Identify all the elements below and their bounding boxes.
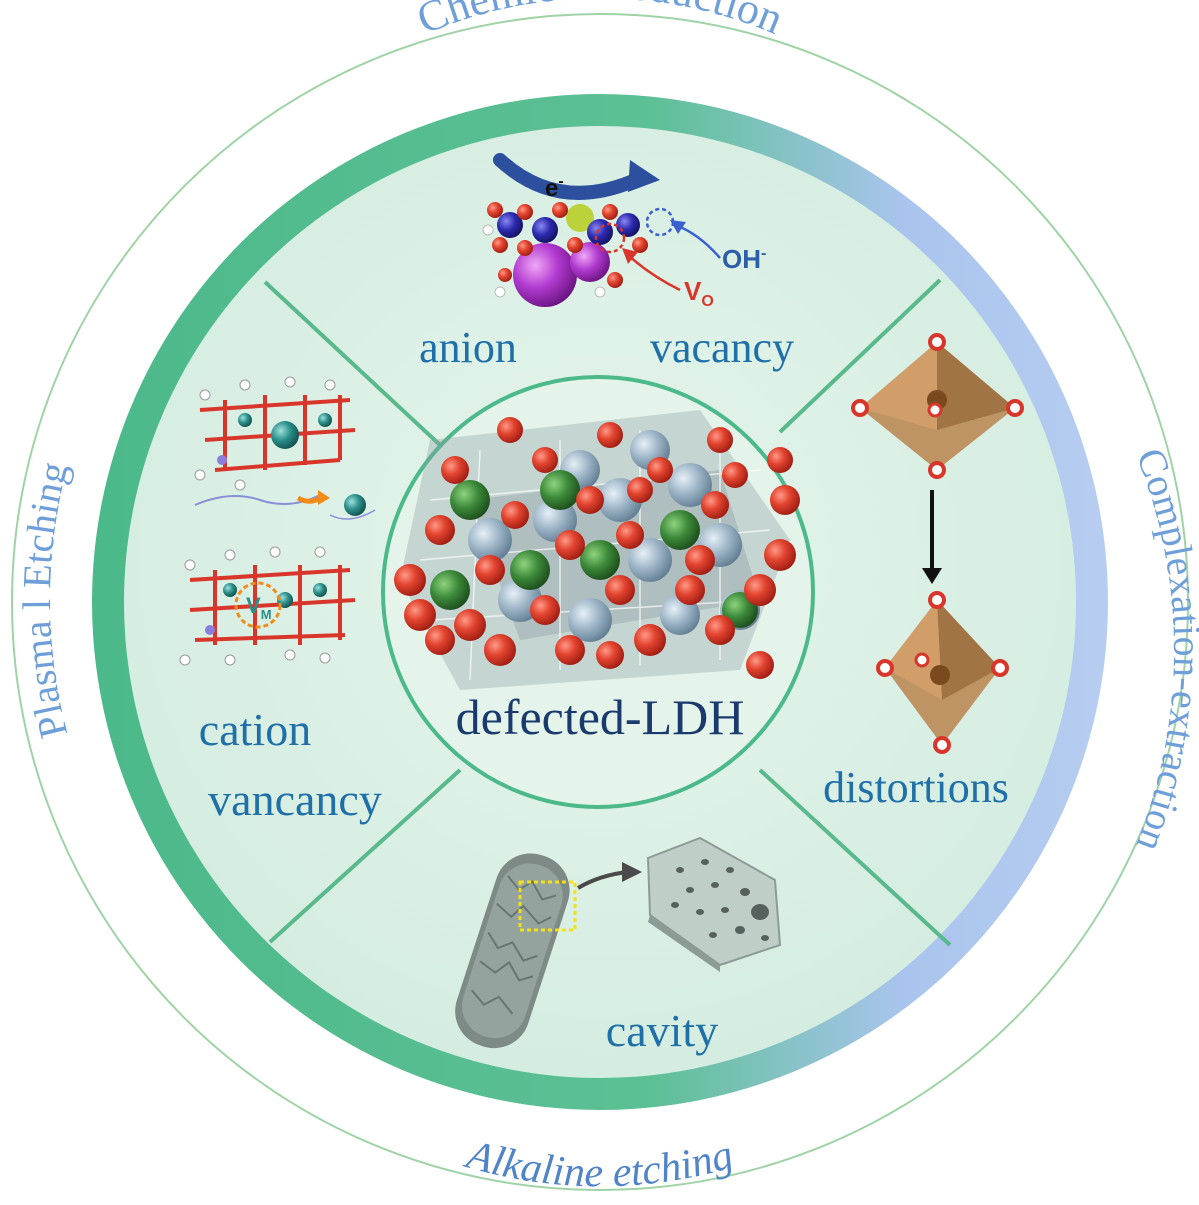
center-label: defected-LDH — [456, 689, 745, 745]
electron-label: e- — [545, 173, 564, 202]
ldh-lattice — [394, 410, 800, 690]
oxygen-vacancy-label: VO — [684, 276, 714, 310]
vancancy-label: vancancy — [208, 774, 382, 825]
distortion-illustration — [851, 333, 1024, 754]
distortions-label: distortions — [823, 763, 1009, 812]
cation-label: cation — [199, 704, 311, 755]
vacancy-label: vacancy — [650, 323, 794, 372]
cation-vacancy-symbol: VM — [246, 593, 272, 622]
anion-label: anion — [419, 323, 517, 372]
cation-vacancy-illustration: VM — [179, 376, 376, 666]
hydroxide-label: OH- — [722, 244, 766, 274]
sector-dividers — [263, 278, 952, 947]
cavity-illustration — [455, 836, 782, 1049]
anion-vacancy-illustration: e- OH- VO — [482, 153, 766, 310]
cavity-label: cavity — [606, 1005, 718, 1056]
